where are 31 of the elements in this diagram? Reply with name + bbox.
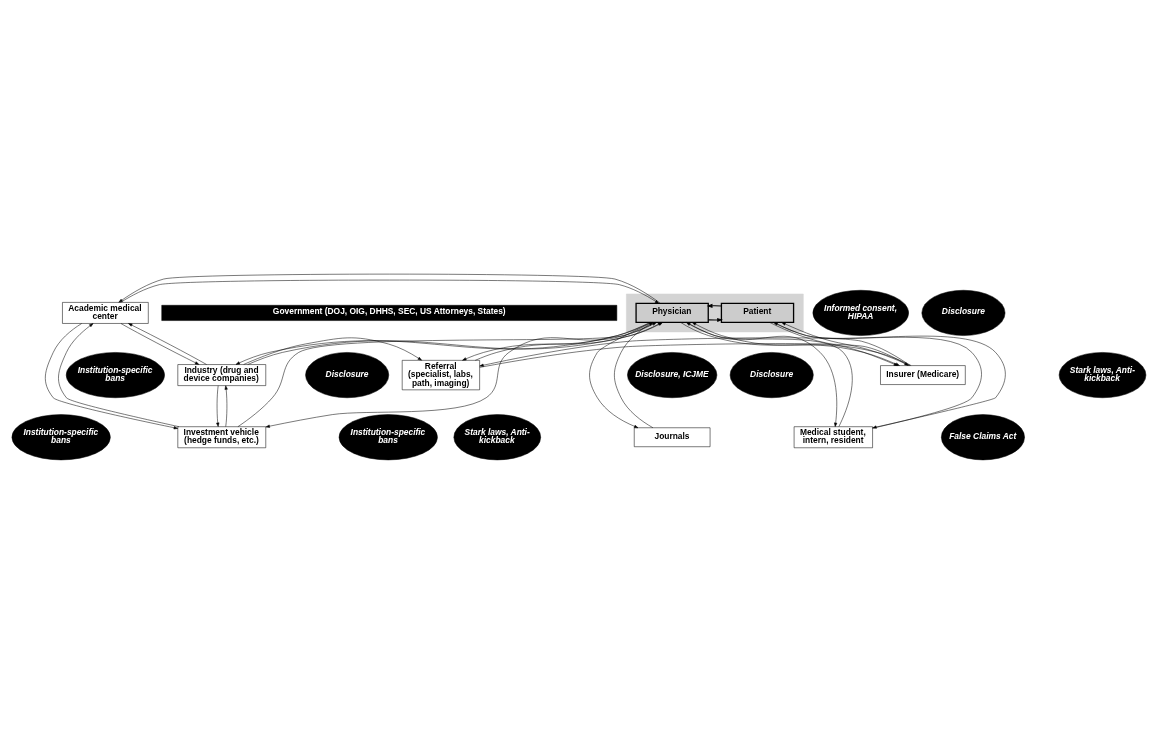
node-ellipse: Disclosure, ICJME — [627, 351, 718, 398]
node-ellipse: Institution-specific bans — [338, 413, 438, 460]
arrow — [707, 317, 723, 322]
arrow — [589, 321, 653, 428]
node-box: Referral (specialist, labs, path, imaging) — [401, 359, 480, 390]
node-box: Industry (drug and device companies) — [177, 363, 267, 386]
arrow — [216, 384, 220, 427]
node-ellipse: False Claims Act — [941, 413, 1025, 460]
arrow — [614, 321, 654, 428]
arrow — [120, 279, 660, 304]
node-ellipse: Stark laws, Anti-kickback — [1058, 351, 1147, 398]
node-box: Medical student, intern, resident — [793, 425, 873, 448]
node-box: Journals — [633, 427, 711, 447]
node-ellipse: Institution-specific bans — [11, 413, 111, 460]
arrow — [706, 303, 722, 308]
node-ellipse: Disclosure — [729, 351, 814, 398]
arrow — [224, 384, 228, 427]
node-box: Physician — [635, 302, 709, 323]
node-box: Investment vehicle (hedge funds, etc.) — [177, 425, 267, 448]
node-ellipse: Institution-specific bans — [65, 351, 165, 398]
arrow — [243, 337, 422, 365]
arrow — [118, 273, 661, 304]
arrow — [128, 322, 207, 365]
cluster — [626, 293, 804, 332]
arrow — [120, 322, 200, 365]
node-ellipse: Stark laws, Anti-kickback — [453, 413, 541, 460]
node-ellipse: Informed consent, HIPAA — [812, 289, 909, 336]
node-box: Government (DOJ, OIG, DHHS, SEC, US Attorneys, States) — [161, 304, 618, 321]
node-ellipse: Disclosure — [921, 289, 1006, 336]
node-ellipse: Disclosure — [305, 351, 390, 398]
node-box: Academic medical center — [62, 301, 149, 324]
